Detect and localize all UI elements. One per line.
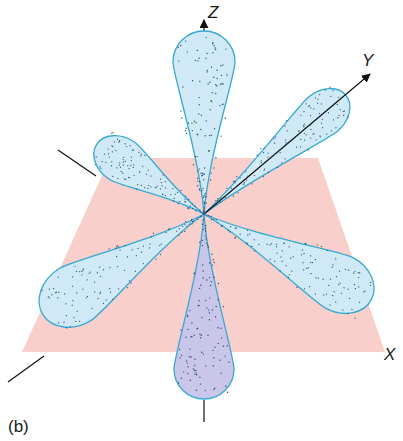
stipple [37, 193, 218, 332]
axes [8, 20, 370, 422]
stipple [192, 84, 353, 228]
axis-label: Y [362, 52, 373, 69]
stipple [178, 219, 230, 393]
axis-label: X [384, 346, 395, 363]
stipple [91, 131, 215, 230]
orbital-lobe [27, 188, 220, 340]
orbital-lobe [191, 188, 385, 325]
stipple [178, 37, 228, 214]
panel-label: (b) [8, 418, 29, 435]
orbital-lobe [174, 214, 234, 399]
stipple [195, 193, 378, 319]
axis-label: Z [208, 4, 218, 21]
orbital-lobe [173, 31, 235, 214]
